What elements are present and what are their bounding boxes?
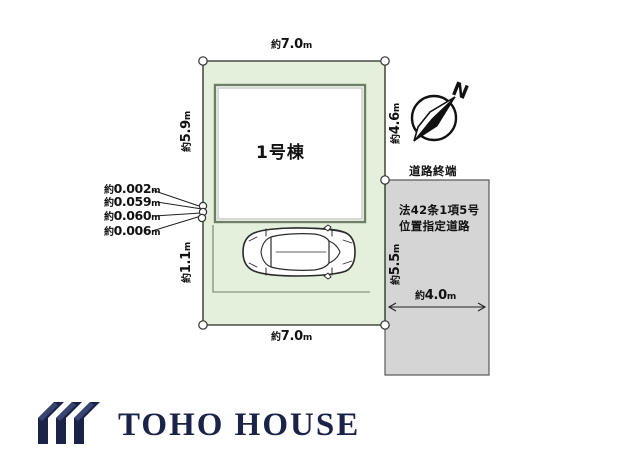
car-icon [242, 224, 356, 280]
road-end-label: 道路終端 [409, 164, 457, 178]
small-dimension-3: 約0.060m [104, 208, 161, 223]
compass-icon [410, 94, 458, 142]
dimension-right-upper: 約4.6m [387, 103, 403, 144]
small-dim-leaders [151, 189, 203, 232]
corner-node-ne [380, 56, 390, 66]
building-label: 1号棟 [256, 143, 305, 163]
dimension-left-lower: 約1.1m [178, 242, 194, 283]
dimension-right-lower: 約5.5m [387, 244, 403, 285]
dimension-left-upper: 約5.9m [178, 111, 194, 152]
dimension-top: 約7.0m [271, 37, 312, 52]
corner-node-sw [198, 320, 208, 330]
road-designation-line1: 法42条1項5号 [399, 203, 480, 217]
corner-node-nw [198, 56, 208, 66]
dimension-road-width: 約4.0m [415, 288, 456, 303]
road-width-arrow [387, 302, 487, 312]
corner-nodes [197, 56, 390, 330]
small-dimension-4: 約0.006m [104, 223, 161, 238]
three-chevron-roof-icon [38, 402, 100, 444]
corner-node-w3 [197, 213, 207, 223]
small-dimension-1: 約0.002m [104, 181, 161, 196]
brand-logo: TOHO HOUSE [36, 398, 360, 452]
building-footprint-inner [217, 87, 363, 220]
plot-setback-line [212, 225, 370, 293]
road-designation-line2: 位置指定道路 [399, 219, 470, 233]
brand-wordmark: TOHO HOUSE [118, 406, 361, 443]
small-dimension-2: 約0.059m [104, 194, 161, 209]
corner-node-road-top [380, 175, 390, 185]
dimension-bottom: 約7.0m [271, 329, 312, 344]
corner-node-se [380, 320, 390, 330]
